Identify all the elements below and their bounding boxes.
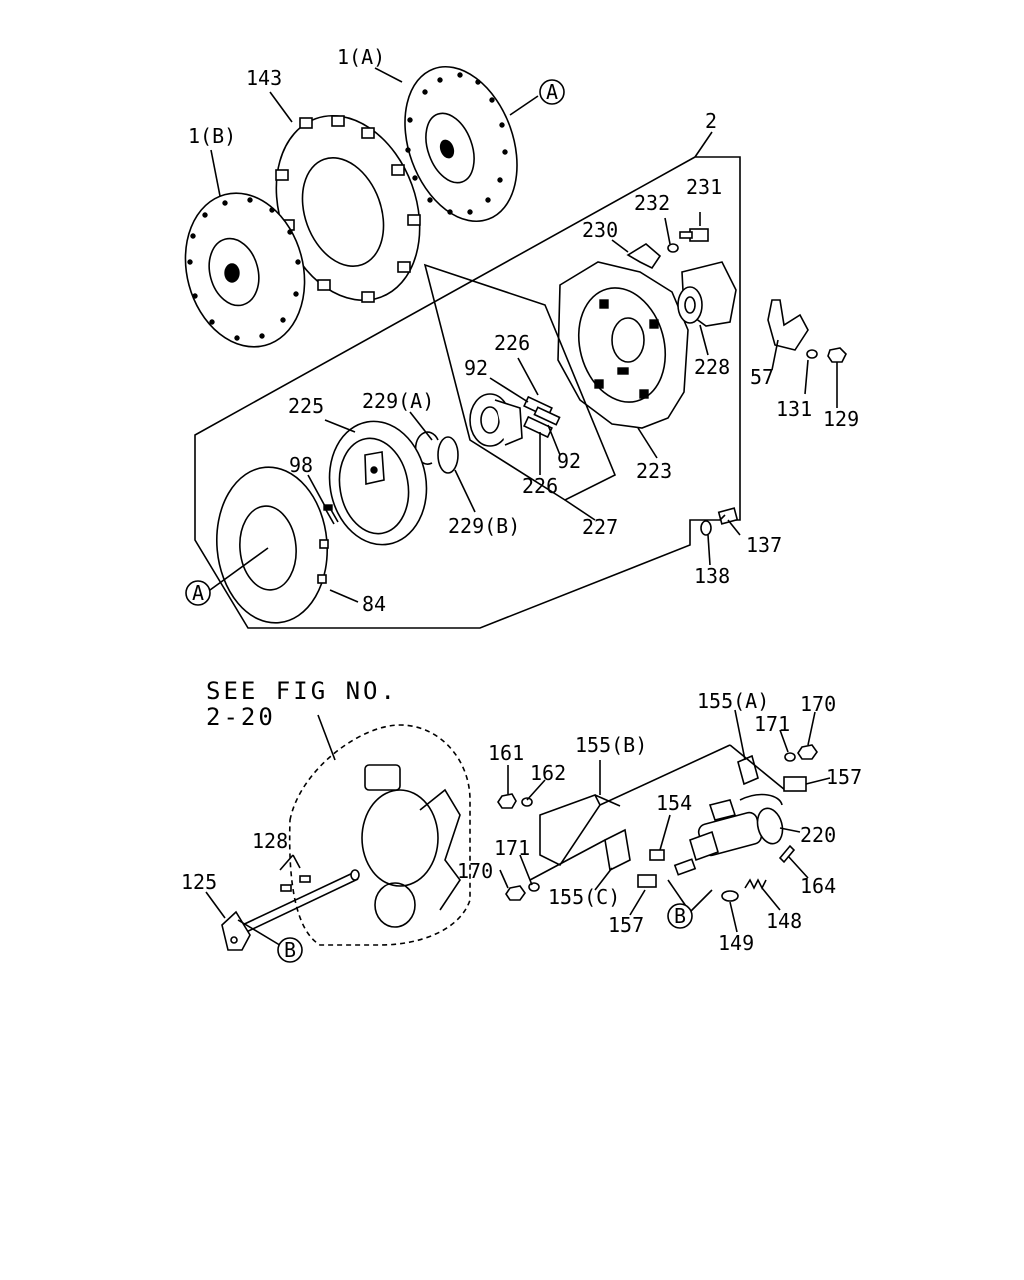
pin-149 bbox=[721, 890, 739, 902]
label-161: 161 bbox=[488, 741, 524, 765]
label-129: 129 bbox=[823, 407, 859, 431]
flywheel-housing bbox=[288, 724, 471, 946]
label-92-top: 92 bbox=[464, 356, 488, 380]
nut-161 bbox=[497, 793, 517, 809]
label-162: 162 bbox=[530, 761, 566, 785]
clutch-assembly-group: A A 1(A) 143 1(B) 2 231 232 230 226 92 2… bbox=[184, 45, 859, 629]
label-149: 149 bbox=[718, 931, 754, 955]
label-57: 57 bbox=[750, 365, 774, 389]
label-225: 225 bbox=[288, 394, 324, 418]
clutch-disc-1b bbox=[184, 192, 306, 348]
ring-229b bbox=[437, 436, 459, 474]
label-131: 131 bbox=[776, 397, 812, 421]
label-170-left: 170 bbox=[457, 859, 493, 883]
callout-b-left: B bbox=[277, 937, 303, 963]
washer-138 bbox=[700, 520, 712, 536]
spring-148 bbox=[744, 878, 767, 890]
svg-text:B: B bbox=[674, 904, 686, 928]
label-148: 148 bbox=[766, 909, 802, 933]
part-230 bbox=[626, 243, 662, 270]
link-rod bbox=[673, 858, 697, 876]
label-229b: 229(B) bbox=[448, 514, 520, 538]
svg-text:B: B bbox=[284, 938, 296, 962]
label-226-bottom: 226 bbox=[522, 474, 558, 498]
label-154: 154 bbox=[656, 791, 692, 815]
plate-84 bbox=[215, 466, 329, 624]
label-157-right: 157 bbox=[826, 765, 862, 789]
label-125: 125 bbox=[181, 870, 217, 894]
nut-170-left bbox=[505, 885, 526, 901]
label-228: 228 bbox=[694, 355, 730, 379]
label-84: 84 bbox=[362, 592, 386, 616]
bolt-157-left bbox=[637, 874, 657, 888]
springs-226-92 bbox=[523, 395, 561, 439]
see-fig-leader bbox=[317, 714, 336, 761]
label-170-right: 170 bbox=[800, 692, 836, 716]
label-128: 128 bbox=[252, 829, 288, 853]
keys-128 bbox=[280, 875, 311, 892]
label-137: 137 bbox=[746, 533, 782, 557]
callout-a-bottom: A bbox=[185, 580, 211, 606]
label-157-left: 157 bbox=[608, 913, 644, 937]
spring-98 bbox=[323, 504, 339, 525]
bolt-157-right bbox=[783, 776, 807, 792]
label-92-bottom: 92 bbox=[557, 449, 581, 473]
washer-171-right bbox=[784, 752, 796, 762]
callout-b-mid: B bbox=[667, 903, 693, 929]
assembly-boundary bbox=[194, 156, 741, 629]
nut-129 bbox=[827, 347, 847, 363]
label-220: 220 bbox=[800, 823, 836, 847]
label-230: 230 bbox=[582, 218, 618, 242]
leader-lines-bottom bbox=[205, 709, 831, 948]
pressure-cover-223 bbox=[557, 261, 689, 429]
callout-a-top: A bbox=[539, 79, 565, 105]
mount-frame bbox=[529, 744, 786, 881]
bolt-231 bbox=[679, 228, 709, 242]
ring-plate-225 bbox=[328, 420, 428, 546]
release-bearing bbox=[469, 393, 523, 447]
label-155b: 155(B) bbox=[575, 733, 647, 757]
label-138: 138 bbox=[694, 564, 730, 588]
washer-171-left bbox=[528, 882, 540, 892]
bracket-155c bbox=[604, 828, 631, 872]
label-1b: 1(B) bbox=[188, 124, 236, 148]
nut-170-right bbox=[797, 744, 818, 760]
lever-assembly-group: SEE FIG NO. 2-20 bbox=[181, 677, 862, 963]
cylinder-220 bbox=[689, 793, 784, 862]
part-228 bbox=[677, 261, 737, 327]
bracket-155b bbox=[539, 794, 601, 867]
label-98: 98 bbox=[289, 453, 313, 477]
bearing-group-outline bbox=[423, 263, 617, 501]
label-229a: 229(A) bbox=[362, 389, 434, 413]
label-223: 223 bbox=[636, 459, 672, 483]
see-fig-line1: SEE FIG NO. bbox=[206, 677, 398, 705]
svg-text:A: A bbox=[546, 80, 558, 104]
clutch-disc-1a bbox=[404, 65, 518, 223]
label-2: 2 bbox=[705, 109, 717, 133]
label-226-top: 226 bbox=[494, 331, 530, 355]
label-1a: 1(A) bbox=[337, 45, 385, 69]
label-155a: 155(A) bbox=[697, 689, 769, 713]
washer-232 bbox=[667, 243, 679, 253]
label-232: 232 bbox=[634, 191, 670, 215]
label-155c: 155(C) bbox=[548, 885, 620, 909]
snap-ring-229a bbox=[414, 431, 439, 465]
label-171-right: 171 bbox=[754, 712, 790, 736]
bracket-57 bbox=[767, 299, 809, 351]
label-143: 143 bbox=[246, 66, 282, 90]
label-164: 164 bbox=[800, 874, 836, 898]
clip-164 bbox=[778, 844, 796, 864]
leader-lines-top bbox=[209, 67, 838, 603]
washer-131 bbox=[806, 349, 818, 359]
bolt-137 bbox=[717, 507, 739, 525]
label-227: 227 bbox=[582, 515, 618, 539]
svg-text:A: A bbox=[192, 581, 204, 605]
pin-154 bbox=[649, 849, 665, 861]
label-171-left: 171 bbox=[494, 836, 530, 860]
see-fig-line2: 2-20 bbox=[206, 703, 276, 731]
washer-162 bbox=[521, 797, 533, 807]
shaft-125 bbox=[221, 869, 360, 951]
label-231: 231 bbox=[686, 175, 722, 199]
